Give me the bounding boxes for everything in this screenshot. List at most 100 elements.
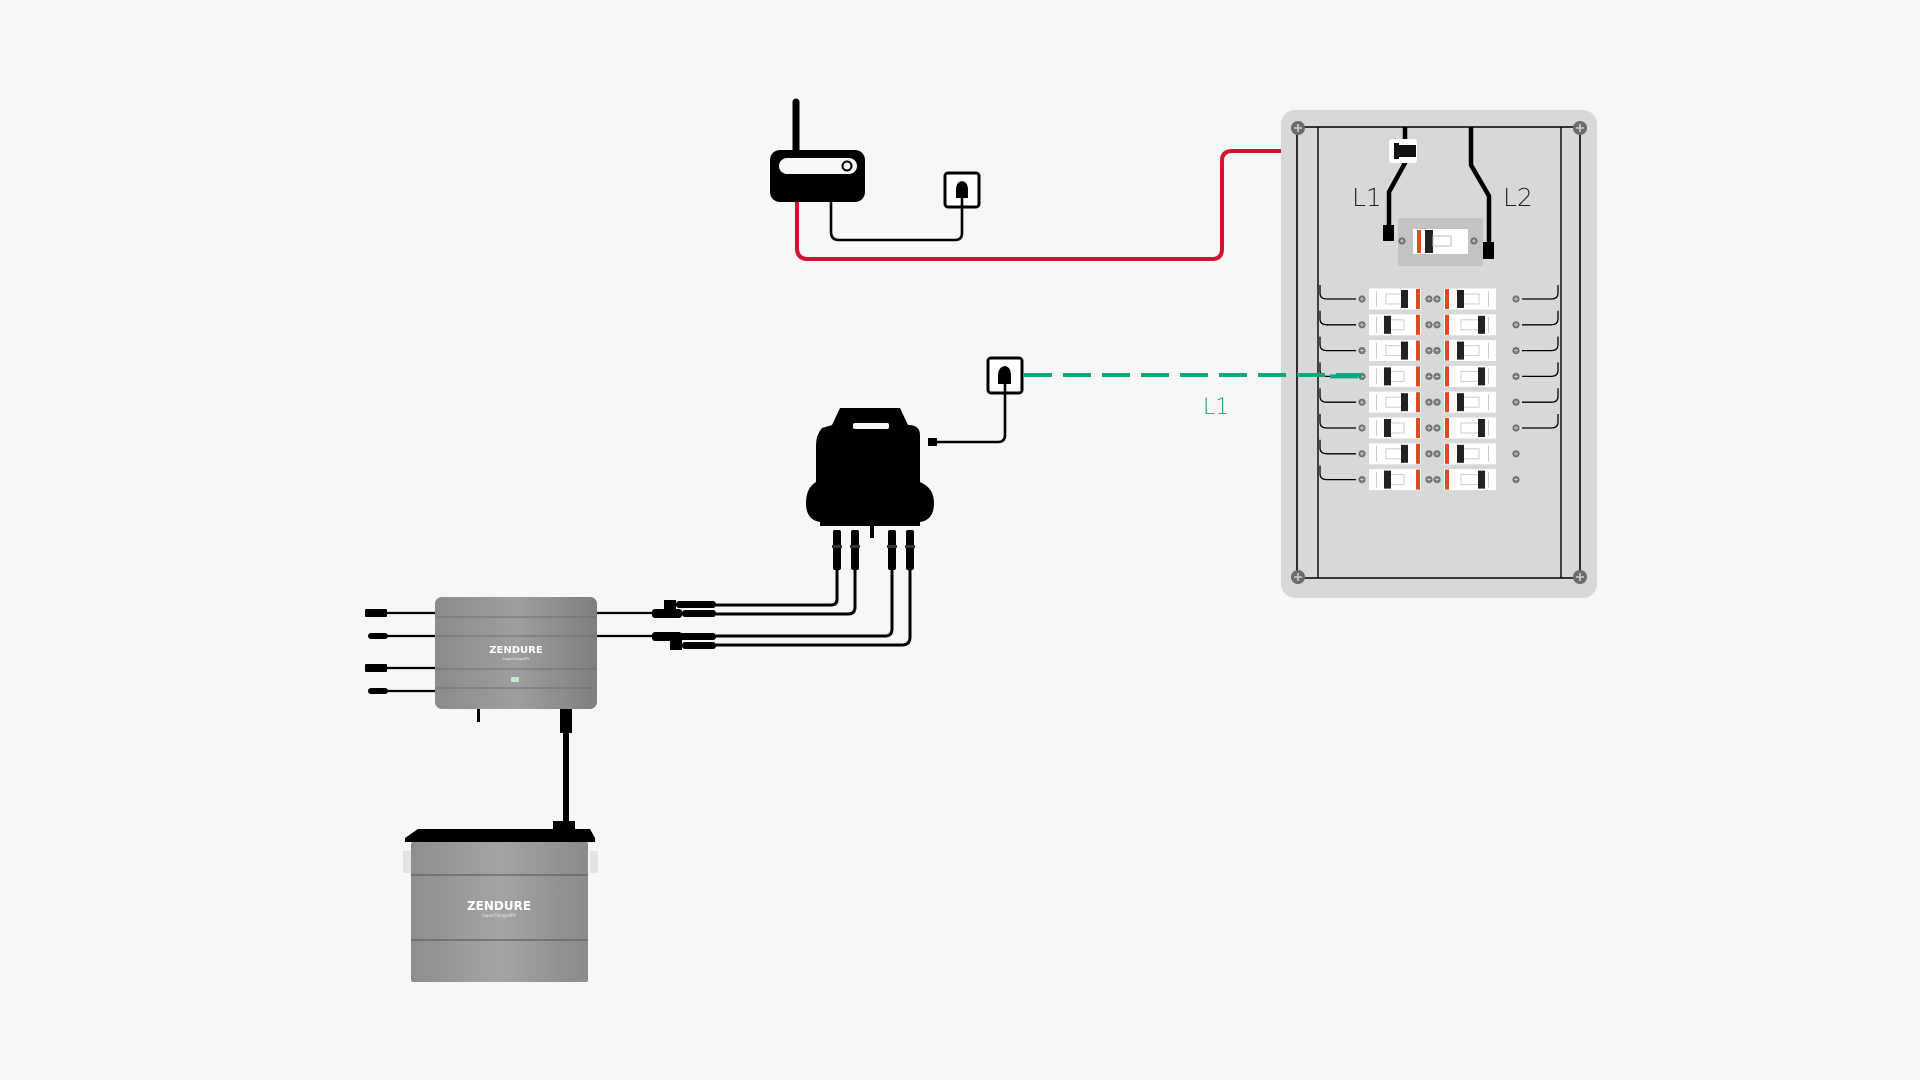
inverter-ac-cable — [934, 382, 1007, 444]
screw-icon — [1432, 346, 1442, 355]
breaker-toggle — [1478, 315, 1485, 334]
breaker-handle-mark — [1416, 366, 1420, 387]
outlet-plug-icon — [956, 181, 968, 198]
ct-clamp-tab — [1394, 143, 1399, 159]
main-breaker-toggle — [1425, 230, 1433, 253]
dc-lead-connector — [832, 530, 842, 570]
breaker-handle-mark — [1416, 289, 1420, 309]
panel-enclosure — [1281, 110, 1597, 598]
circuit-breaker — [1432, 391, 1521, 413]
hub-model: SuperChargedPV — [503, 657, 531, 661]
breaker-toggle — [1457, 341, 1464, 360]
dc-lead-connector — [905, 530, 915, 570]
breaker-handle-mark — [1416, 418, 1420, 438]
microinverter-ground-stub — [870, 526, 874, 538]
dc-cable — [716, 568, 857, 616]
battery-cable — [553, 709, 575, 831]
screw-icon — [1432, 372, 1442, 381]
breaker-toggle — [1457, 444, 1464, 463]
breaker-toggle — [1478, 470, 1485, 489]
panel-label-l2: L2 — [1503, 183, 1533, 212]
screw-icon — [1432, 320, 1442, 329]
breaker-handle-mark — [1445, 314, 1449, 335]
branch-wire — [1319, 336, 1356, 352]
branch-wire — [1319, 414, 1356, 429]
battery-handle-left — [403, 851, 411, 873]
feed-lug-l1 — [1383, 225, 1394, 241]
router-led — [841, 160, 853, 172]
breaker-handle-mark — [1416, 469, 1420, 490]
main-breaker — [1397, 218, 1483, 266]
breaker-toggle — [1457, 290, 1464, 308]
screw-icon — [1432, 475, 1442, 484]
breaker-panel: L1 L2 — [1281, 110, 1597, 598]
branch-wire — [1522, 362, 1559, 378]
screw-icon — [1357, 423, 1367, 433]
screw-icon — [1511, 372, 1521, 381]
screw-icon — [1357, 294, 1367, 304]
mc4-connector — [652, 600, 716, 618]
dc-cable — [716, 568, 839, 607]
zendure-battery: ZENDURE SuperChargedPV — [403, 829, 598, 982]
branch-wire — [1522, 310, 1559, 326]
dc-lead-connector — [887, 530, 897, 570]
feed-wire-l2 — [1468, 127, 1492, 245]
branch-wire — [1522, 336, 1559, 352]
dc-lead-connector — [850, 530, 860, 570]
circuit-breaker — [1432, 340, 1521, 362]
circuit-breaker — [1432, 365, 1521, 387]
breaker-handle-mark — [1445, 392, 1449, 413]
main-breaker-window — [1432, 235, 1452, 247]
circuit-breaker — [1357, 391, 1434, 413]
microinverter-handle — [853, 423, 889, 429]
breaker-handle-mark — [1445, 469, 1449, 490]
hub-brand: ZENDURE — [489, 645, 543, 656]
zendure-hub: ZENDURE SuperChargedPV — [365, 597, 597, 722]
breaker-toggle — [1384, 419, 1391, 437]
dc-cables — [597, 568, 912, 650]
breaker-handle-mark — [1445, 340, 1449, 361]
screw-icon — [1424, 372, 1434, 381]
screw-icon — [1357, 398, 1367, 407]
breaker-toggle — [1478, 367, 1485, 386]
screw-icon — [1432, 423, 1442, 433]
breaker-toggle — [1401, 290, 1408, 308]
breaker-handle-mark — [1445, 366, 1449, 387]
router-display — [779, 158, 857, 174]
branch-wire — [1319, 310, 1356, 326]
screw-icon — [1432, 398, 1442, 407]
breaker-toggle — [1401, 393, 1408, 412]
battery-model: SuperChargedPV — [482, 913, 516, 918]
circuit-breaker — [1357, 365, 1434, 387]
branch-wire — [1319, 465, 1356, 481]
screw-icon — [1511, 423, 1521, 433]
hub-status-led — [511, 677, 519, 682]
screw-icon — [1357, 475, 1367, 484]
branch-wire — [1319, 439, 1356, 455]
screw-icon — [1357, 320, 1367, 329]
branch-wire — [1319, 285, 1356, 300]
breaker-toggle — [1401, 444, 1408, 463]
screw-icon — [1424, 398, 1434, 407]
circuit-breaker — [1357, 417, 1434, 439]
screw-icon — [1424, 449, 1434, 458]
screw-icon — [1424, 475, 1434, 484]
screw-icon — [1572, 120, 1588, 136]
screw-icon — [1511, 475, 1521, 484]
microinverter-dc-leads — [832, 530, 915, 570]
breaker-handle-mark — [1445, 443, 1449, 464]
microinverter-icon — [806, 408, 934, 526]
screw-icon — [1357, 449, 1367, 458]
screw-icon — [1424, 294, 1434, 304]
microinverter-ac-port — [928, 438, 937, 446]
router-power-cable — [829, 198, 964, 242]
circuit-breaker — [1357, 469, 1434, 491]
breaker-array — [1357, 288, 1521, 491]
dc-cable — [716, 568, 912, 647]
hub-bottom-port — [477, 709, 480, 722]
screw-icon — [1290, 569, 1306, 585]
pv-connector-icon — [368, 688, 388, 694]
breaker-toggle — [1401, 341, 1408, 360]
panel-inner-frame — [1296, 126, 1581, 579]
